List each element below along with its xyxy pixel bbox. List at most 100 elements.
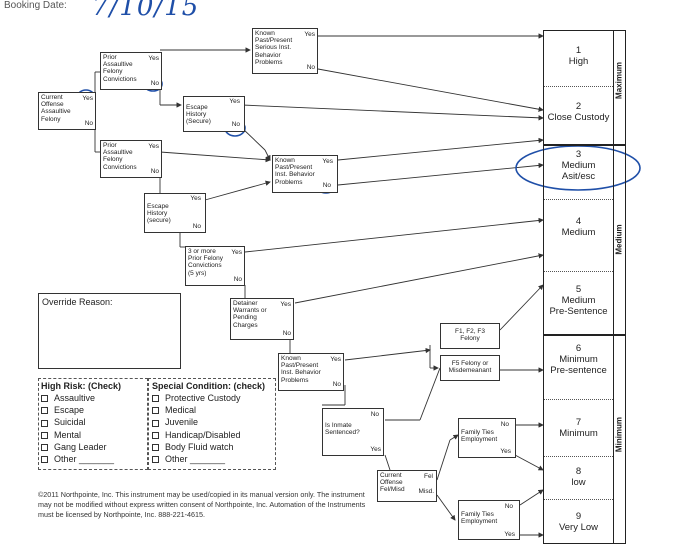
level-label: Close Custody bbox=[547, 112, 610, 123]
node-three-prior: 3 or more Prior Felony Convictions (5 yr… bbox=[185, 246, 245, 286]
node-current-offense-no: No bbox=[84, 119, 93, 127]
node-current-fel: Current Offense Fel/Misd Fel Misd. bbox=[377, 470, 437, 502]
node-escape-secure-2-yes: Yes bbox=[190, 195, 201, 202]
special-condition-item-label: Other _______ bbox=[165, 454, 226, 465]
side-label-maximum: Maximum bbox=[614, 62, 624, 99]
checkbox[interactable] bbox=[152, 407, 159, 415]
node-family-ties-2-text: Family Ties Employment bbox=[461, 511, 498, 526]
high-risk-item[interactable]: Suicidal bbox=[41, 416, 145, 428]
special-condition-item-label: Juvenile bbox=[165, 417, 199, 428]
level-5: 5 Medium Pre-Sentence bbox=[544, 284, 613, 317]
node-known-inst-1-no: No bbox=[322, 181, 331, 189]
level-label: Medium Pre-Sentence bbox=[549, 295, 608, 317]
node-known-inst-2-text: Known Past/Present Inst. Behavior Proble… bbox=[281, 355, 321, 384]
booking-date-value: 7/10/15 bbox=[92, 0, 200, 22]
override-reason-box: Override Reason: bbox=[38, 293, 181, 369]
node-inmate-sentenced-text: Is Inmate Sentenced? bbox=[325, 422, 360, 437]
node-known-serious-no: No bbox=[306, 63, 315, 71]
node-known-inst-1-yes: Yes bbox=[322, 158, 333, 165]
node-known-inst-1: Known Past/Present Inst. Behavior Proble… bbox=[272, 155, 338, 193]
checkbox[interactable] bbox=[41, 419, 48, 427]
level-number: 9 bbox=[575, 511, 582, 522]
special-condition-item[interactable]: Protective Custody bbox=[152, 392, 272, 404]
special-condition-item[interactable]: Medical bbox=[152, 404, 272, 416]
high-risk-title: High Risk: (Check) bbox=[41, 381, 122, 391]
high-risk-item-label: Other _______ bbox=[54, 454, 115, 465]
high-risk-item[interactable]: Mental bbox=[41, 429, 145, 441]
level-6: 6 Minimum Pre-sentence bbox=[544, 343, 613, 376]
level-label: High bbox=[568, 56, 589, 67]
checkbox[interactable] bbox=[41, 407, 48, 415]
side-rail bbox=[612, 30, 626, 544]
node-f5-text: F5 Felony or Misdemeanant bbox=[448, 360, 492, 375]
node-escape-secure-1-no: No bbox=[231, 120, 240, 128]
node-family-ties-1: Family Ties Employment No Yes bbox=[458, 418, 516, 458]
node-prior-assaultive-bottom-text: Prior Assaultive Felony Convictions bbox=[103, 142, 137, 171]
side-label-medium: Medium bbox=[614, 224, 624, 255]
side-label-minimum: Minimum bbox=[614, 416, 624, 453]
node-known-inst-1-text: Known Past/Present Inst. Behavior Proble… bbox=[275, 157, 315, 186]
level-number: 4 bbox=[575, 216, 582, 227]
high-risk-item[interactable]: Other _______ bbox=[41, 453, 145, 465]
level-number: 7 bbox=[575, 417, 582, 428]
node-three-prior-text: 3 or more Prior Felony Convictions (5 yr… bbox=[188, 248, 224, 277]
level-number: 5 bbox=[575, 284, 582, 295]
checkbox[interactable] bbox=[41, 431, 48, 439]
node-f123-text: F1, F2, F3 Felony bbox=[455, 328, 485, 343]
node-inmate-sentenced-yes: Yes bbox=[370, 445, 381, 453]
high-risk-item[interactable]: Escape bbox=[41, 404, 145, 416]
special-condition-item[interactable]: Body Fluid watch bbox=[152, 441, 272, 453]
special-condition-item[interactable]: Handicap/Disabled bbox=[152, 429, 272, 441]
checkbox[interactable] bbox=[152, 456, 159, 464]
node-detainer-text: Detainer Warrants or Pending Charges bbox=[233, 300, 267, 329]
checkbox[interactable] bbox=[152, 443, 159, 451]
node-three-prior-yes: Yes bbox=[231, 249, 242, 256]
high-risk-box: High Risk: (Check) Assaultive Escape Sui… bbox=[38, 378, 148, 470]
node-known-serious: Known Past/Present Serious Inst. Behavio… bbox=[252, 28, 318, 74]
node-escape-secure-2-no: No bbox=[192, 222, 201, 230]
level-label: Medium bbox=[561, 227, 596, 238]
high-risk-item[interactable]: Assaultive bbox=[41, 392, 145, 404]
checkbox[interactable] bbox=[152, 431, 159, 439]
level-label: Minimum Pre-sentence bbox=[550, 354, 607, 376]
level-number: 6 bbox=[575, 343, 582, 354]
node-current-fel-fel: Fel bbox=[423, 473, 433, 480]
high-risk-item-label: Assaultive bbox=[54, 393, 96, 403]
special-condition-item[interactable]: Other _______ bbox=[152, 453, 272, 465]
node-detainer-yes: Yes bbox=[280, 301, 291, 308]
node-prior-assaultive-top: Prior Assaultive Felony Convictions Yes … bbox=[100, 52, 162, 90]
special-condition-title: Special Condition: (check) bbox=[152, 381, 266, 391]
node-escape-secure-1-text: Escape History (Secure) bbox=[186, 104, 211, 126]
special-condition-box: Special Condition: (check) Protective Cu… bbox=[148, 378, 276, 470]
checkbox[interactable] bbox=[41, 443, 48, 451]
node-inmate-sentenced: Is Inmate Sentenced? No Yes bbox=[322, 408, 384, 456]
node-prior-assaultive-bottom-no: No bbox=[150, 167, 159, 175]
high-risk-item-label: Escape bbox=[54, 405, 85, 416]
copyright-notice: ©2011 Northpointe, Inc. This instrument … bbox=[38, 490, 366, 519]
node-prior-assaultive-top-no: No bbox=[150, 79, 159, 87]
node-escape-secure-2: Escape History (secure) Yes No bbox=[144, 193, 206, 233]
node-prior-assaultive-bottom-yes: Yes bbox=[148, 143, 159, 150]
node-family-ties-1-no: No bbox=[500, 421, 509, 428]
special-condition-item[interactable]: Juvenile bbox=[152, 416, 272, 428]
node-prior-assaultive-top-text: Prior Assaultive Felony Convictions bbox=[103, 54, 137, 83]
level-label: Minimum bbox=[559, 428, 598, 439]
level-4: 4 Medium bbox=[544, 216, 613, 238]
node-known-inst-2: Known Past/Present Inst. Behavior Proble… bbox=[278, 353, 344, 391]
level-2: 2 Close Custody bbox=[544, 101, 613, 123]
checkbox[interactable] bbox=[152, 395, 159, 403]
level-label: low bbox=[571, 477, 586, 488]
checkbox[interactable] bbox=[41, 456, 48, 464]
node-f5: F5 Felony or Misdemeanant bbox=[440, 355, 500, 381]
high-risk-item[interactable]: Gang Leader bbox=[41, 441, 145, 453]
booking-date-label: Booking Date: bbox=[4, 0, 67, 11]
node-detainer: Detainer Warrants or Pending Charges Yes… bbox=[230, 298, 294, 340]
node-family-ties-2-yes: Yes bbox=[504, 530, 515, 538]
checkbox[interactable] bbox=[152, 419, 159, 427]
node-known-inst-2-yes: Yes bbox=[330, 356, 341, 363]
special-condition-item-label: Handicap/Disabled bbox=[165, 429, 241, 440]
node-current-fel-misd: Misd. bbox=[418, 487, 434, 495]
node-known-inst-2-no: No bbox=[332, 380, 341, 388]
checkbox[interactable] bbox=[41, 395, 48, 403]
